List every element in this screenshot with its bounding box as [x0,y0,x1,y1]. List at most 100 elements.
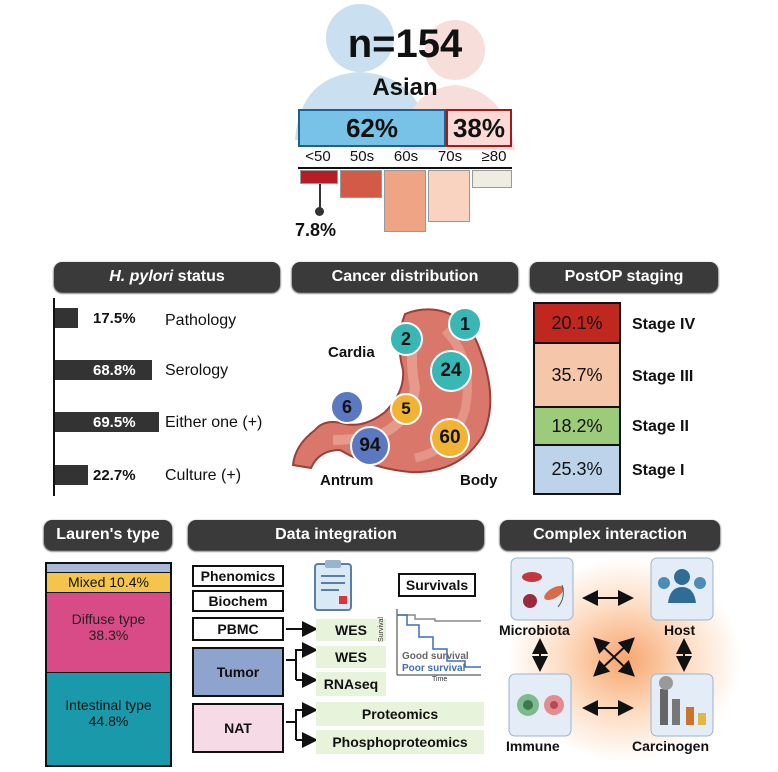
stage-pct: 18.2% [551,416,603,436]
stage-pct: 20.1% [551,313,603,333]
hpylori-bar-culture [55,465,88,485]
interaction-title: Complex interaction [500,520,720,550]
count-value: 2 [400,329,411,349]
age-label: 60s [393,148,419,165]
count-circle: 6 [330,390,364,424]
host-label: Host [664,622,696,638]
hpylori-pct: 17.5% [93,310,136,327]
survival-curve-plot [396,609,481,676]
summary-panel: n=154 Asian 62% 38% <50 50s 60s 70s ≥80 … [290,0,520,240]
lauren-bar: Mixed 10.4% Diffuse type 38.3% Intestina… [45,562,172,767]
stage-label: Stage IV [632,316,696,333]
age-callout-dot [315,207,324,216]
hpylori-pct: 68.8% [93,362,136,379]
hpylori-title: H. pylori status [54,262,280,292]
age-bar-60s [384,170,426,232]
immune-label: Immune [506,738,560,754]
microbiota-label: Microbiota [499,622,570,638]
lauren-diffuse-segment: Diffuse type 38.3% [47,593,170,673]
lauren-diffuse-name: Diffuse type [71,611,146,627]
count-circle: 2 [389,322,423,356]
lauren-mixed-label: Mixed 10.4% [68,574,149,590]
survival-axis-label: Survival [377,617,385,642]
hpylori-bar-either [55,412,159,432]
host-icon [650,557,714,621]
carcinogen-icon [650,673,714,737]
stage-pct: 25.3% [551,459,603,479]
phenomics-box: Phenomics [192,565,284,587]
nat-box: NAT [192,703,284,753]
count-value: 5 [401,399,411,418]
hpylori-pct: 22.7% [93,467,136,484]
age-label: 50s [349,148,375,165]
wes-pbmc-box: WES [316,619,386,641]
count-circle: 94 [350,426,390,466]
age-callout-line [319,184,321,210]
count-value: 24 [440,360,462,381]
female-pct: 38% [452,113,506,143]
biochem-box: Biochem [192,590,284,612]
count-value: 94 [359,435,381,456]
age-bar-50s [340,170,382,198]
hpylori-label: Serology [165,362,229,379]
count-value: 6 [341,397,352,417]
age-axis-line [298,167,512,169]
male-pct: 62% [345,113,399,143]
antrum-label: Antrum [320,472,374,489]
lauren-title: Lauren's type [44,520,172,550]
clinical-document-icon [314,560,352,611]
hpylori-label: Either one (+) [165,414,263,431]
count-circle: 5 [390,393,422,425]
cancer-distribution-title: Cancer distribution [292,262,518,292]
hpylori-bar-serology [55,360,152,380]
microbiota-icon [510,557,574,621]
age-labels: <50 50s 60s 70s ≥80 [298,148,512,166]
rnaseq-box: RNAseq [316,672,386,696]
lauren-intestinal-pct: 44.8% [88,713,129,729]
body-label: Body [460,472,498,489]
stage-ii-box: 18.2% [533,406,621,446]
immune-icon [508,673,572,737]
age-label: 70s [437,148,463,165]
hpylori-bar-pathology [55,308,78,328]
stage-label: Stage II [632,418,689,435]
hpylori-axis [53,298,55,496]
age-bar-lt50 [300,170,338,184]
male-bar: 62% [298,109,446,147]
poor-survival-label: Poor survival [402,663,466,674]
pbmc-box: PBMC [192,617,284,641]
lauren-intestinal-segment: Intestinal type 44.8% [47,673,170,765]
ethnicity-label: Asian [372,74,438,101]
stage-pct: 35.7% [551,365,603,385]
under50-pct: 7.8% [295,220,337,240]
phosphoproteomics-box: Phosphoproteomics [316,730,484,754]
wes-tumor-box: WES [316,646,386,668]
stage-label: Stage I [632,462,685,479]
count-circle: 24 [430,350,472,392]
stage-iv-box: 20.1% [533,302,621,344]
hpylori-label: Culture (+) [165,467,242,484]
count-value: 60 [439,427,461,448]
lauren-mixed-segment: Mixed 10.4% [47,573,170,593]
count-circle: 1 [448,307,482,341]
stage-iii-box: 35.7% [533,342,621,408]
hpylori-label: Pathology [165,312,237,329]
hpylori-title-italic: H. pylori [109,268,174,285]
integration-arrows [286,621,318,748]
lauren-unknown-segment [47,564,170,573]
hpylori-pct: 69.5% [93,414,136,431]
tumor-box: Tumor [192,647,284,697]
count-circle: 60 [430,418,470,458]
cardia-label: Cardia [328,344,375,361]
lauren-diffuse-pct: 38.3% [88,627,129,643]
count-value: 1 [459,314,470,334]
integration-title: Data integration [188,520,484,550]
female-bar: 38% [446,109,512,147]
cohort-size: n=154 [347,22,463,66]
stage-label: Stage III [632,368,694,385]
lauren-intestinal-name: Intestinal type [65,697,152,713]
age-bar-70s [428,170,470,222]
carcinogen-label: Carcinogen [632,738,710,754]
good-survival-label: Good survival [402,651,469,662]
time-axis-label: Time [432,676,448,683]
